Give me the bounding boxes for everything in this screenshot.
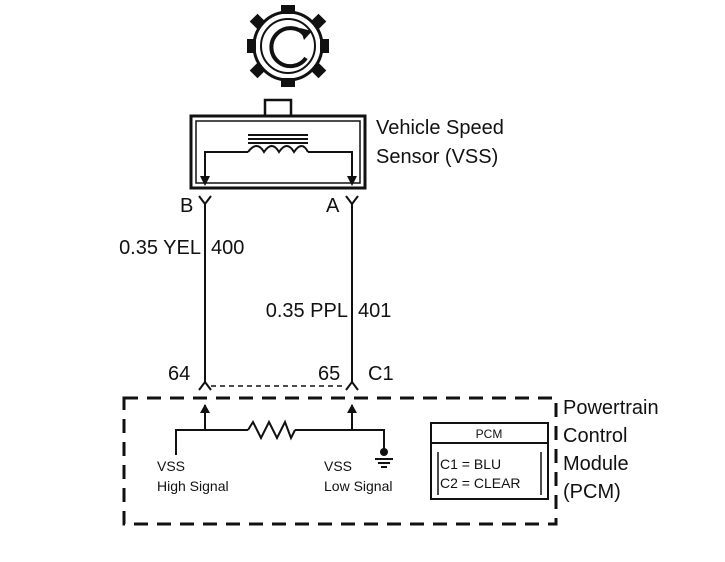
sensor-internal-leads (204, 151, 353, 178)
module-name-line3: Module (563, 453, 629, 475)
module-name-line2: Control (563, 425, 627, 447)
wire-401-circuit: 401 (358, 300, 391, 322)
module-name-line1: Powertrain (563, 397, 659, 419)
sensor-name-line1: Vehicle Speed (376, 117, 504, 139)
vss-high-signal-line1: VSS (157, 458, 185, 474)
pin-b-label: B (180, 195, 193, 217)
pin-65-label: 65 (318, 363, 340, 385)
reluctor-wheel-icon (247, 5, 329, 87)
pin-a-label: A (326, 195, 340, 217)
module-name-line4: (PCM) (563, 481, 621, 503)
resistor-icon (247, 419, 296, 441)
sensor-tip (263, 98, 293, 118)
wire-400-circuit: 400 (211, 237, 244, 259)
pcm-module-box (122, 396, 558, 526)
pcm-legend (430, 422, 549, 500)
vss-sensor-body (189, 114, 367, 190)
connector-c1-label: C1 (368, 363, 394, 385)
wire-400-color: 0.35 YEL (119, 237, 201, 259)
pin-64-label: 64 (168, 363, 190, 385)
legend-row-c1: C1 = BLU (440, 456, 501, 472)
legend-row-c2: C2 = CLEAR (440, 475, 521, 491)
pcm-connector-pins (198, 374, 359, 391)
wire-401-color: 0.35 PPL (266, 300, 348, 322)
ground-icon (375, 448, 393, 468)
vss-high-signal-line2: High Signal (157, 478, 229, 494)
legend-title: PCM (476, 427, 503, 441)
vss-low-signal-line2: Low Signal (324, 478, 393, 494)
coil-icon (247, 134, 309, 154)
sensor-name-line2: Sensor (VSS) (376, 146, 498, 168)
vss-low-signal-line1: VSS (324, 458, 352, 474)
